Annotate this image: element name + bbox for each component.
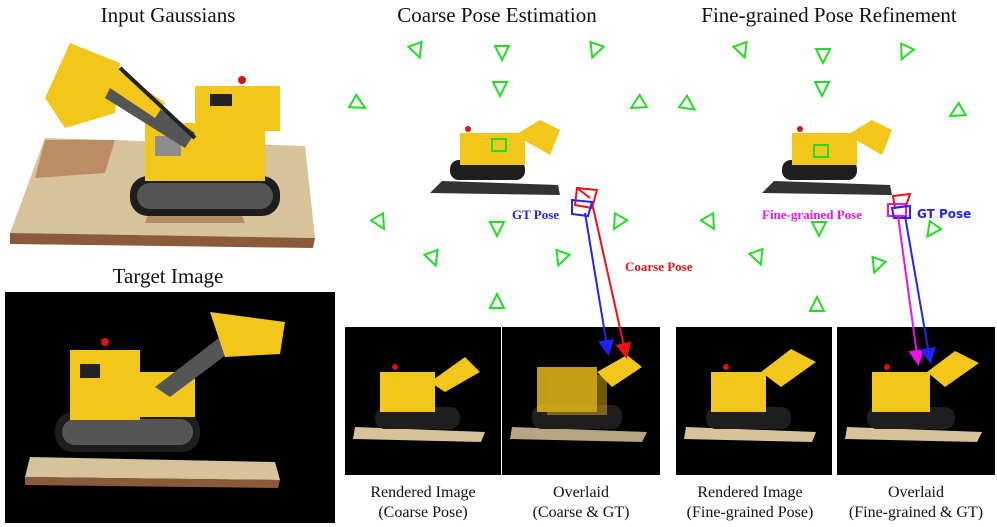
label-gt-pose-fine: GT Pose [917, 207, 972, 221]
input-gaussians-image [5, 28, 335, 250]
camera-frustum-icon [491, 81, 509, 99]
camera-frustum-icon [677, 93, 697, 111]
camera-frustum-icon [747, 247, 764, 267]
camera-frustum-icon [926, 219, 944, 239]
caption-line: Rendered Image [370, 484, 476, 501]
camera-frustum-icon [488, 221, 506, 239]
caption-line: (Fine-grained Pose) [686, 504, 814, 521]
coarse-pose-frustum [573, 186, 599, 210]
label-gt-pose-coarse: GT Pose [512, 207, 560, 222]
camera-frustum-icon [422, 248, 439, 268]
gt-pose-frustum-fine [890, 204, 911, 219]
caption-overlaid-coarse: Overlaid (Coarse & GT) [533, 483, 630, 523]
camera-frustum-icon [699, 211, 716, 231]
overlaid-fine-gt [837, 327, 995, 475]
camera-frustum-icon [948, 101, 968, 118]
label-fine-grained-pose: Fine-grained Pose [762, 207, 863, 222]
caption-rendered-coarse: Rendered Image (Coarse Pose) [370, 483, 475, 523]
caption-line: (Coarse Pose) [378, 504, 468, 521]
caption-rendered-fine: Rendered Image (Fine-grained Pose) [687, 483, 814, 523]
camera-frustum-icon [808, 294, 826, 312]
title-coarse-pose-estimation: Coarse Pose Estimation [397, 3, 597, 27]
camera-frustum-icon [810, 221, 828, 239]
caption-overlaid-fine: Overlaid (Fine-grained & GT) [849, 483, 983, 523]
gt-pose-frustum-coarse [571, 198, 594, 218]
title-input-gaussians: Input Gaussians [100, 3, 236, 27]
camera-frustum-icon [814, 48, 832, 66]
rendered-image-fine [676, 327, 832, 475]
camera-frustum-icon [488, 291, 506, 309]
overlaid-coarse-gt [502, 327, 660, 475]
target-image [5, 292, 335, 523]
title-target-image: Target Image [112, 264, 224, 288]
caption-line: (Coarse & GT) [532, 504, 630, 521]
camera-frustum-icon [813, 81, 831, 99]
camera-frustum-icon [731, 40, 748, 60]
camera-frustum-icon [347, 93, 367, 110]
camera-frustum-icon [369, 211, 386, 231]
label-coarse-pose: Coarse Pose [625, 259, 693, 274]
caption-line: Overlaid [553, 484, 609, 501]
caption-line: Overlaid [888, 484, 944, 501]
caption-line: (Fine-grained & GT) [848, 504, 984, 521]
fine-scene-model [762, 115, 897, 200]
camera-frustum-icon [493, 45, 511, 63]
camera-frustum-icon [900, 42, 916, 62]
camera-frustum-icon [629, 93, 649, 110]
camera-frustum-icon [406, 40, 423, 60]
rendered-image-coarse [345, 327, 501, 475]
camera-frustum-icon [555, 248, 572, 268]
title-fine-pose-refinement: Fine-grained Pose Refinement [701, 3, 957, 27]
camera-frustum-icon [589, 40, 606, 60]
coarse-scene-model [430, 115, 565, 200]
caption-line: Rendered Image [697, 484, 803, 501]
camera-frustum-icon [871, 255, 888, 275]
camera-frustum-icon [612, 211, 629, 231]
